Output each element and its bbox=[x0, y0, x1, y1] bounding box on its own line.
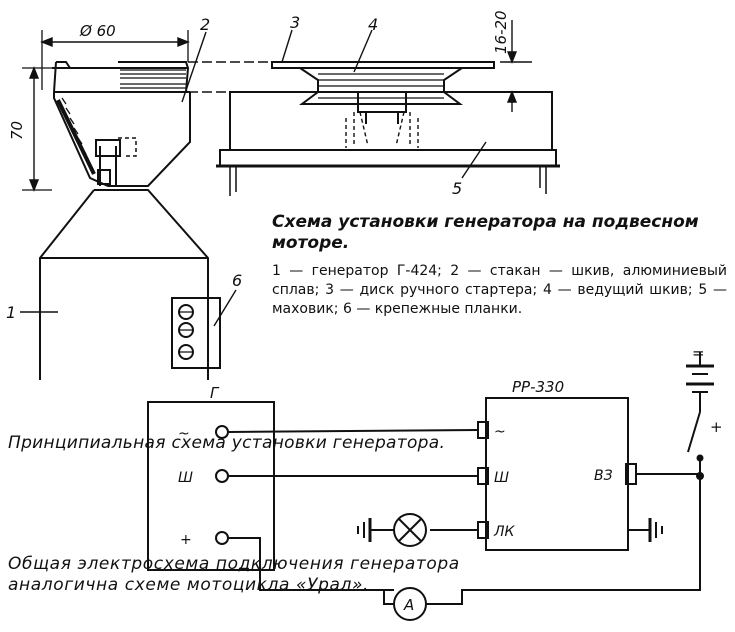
motor-top bbox=[188, 61, 560, 196]
part-label-5: 5 bbox=[452, 179, 462, 198]
mounting-legend: 1 — генератор Г-424; 2 — стакан — шкив, … bbox=[272, 263, 727, 317]
reg-terminal-ac: ~ bbox=[494, 424, 506, 440]
generator-block bbox=[147, 401, 275, 571]
diameter-label: Ø 60 bbox=[79, 22, 116, 40]
ammeter-label: A bbox=[403, 596, 414, 614]
ammeter bbox=[393, 587, 427, 621]
regulator-block-label: РР-330 bbox=[512, 378, 564, 396]
drive-pulley bbox=[296, 67, 466, 124]
battery-plus-label: + bbox=[710, 418, 723, 436]
generator-assembly bbox=[22, 30, 221, 380]
general-caption: Общая электросхема подключения генератор… bbox=[8, 554, 460, 595]
part-label-4: 4 bbox=[368, 15, 378, 34]
mounting-caption: Схема установки генератора на подвесном … bbox=[272, 212, 699, 253]
electrical-schematic bbox=[147, 352, 714, 621]
battery bbox=[686, 352, 714, 412]
reg-terminal-lamp: ЛК bbox=[493, 524, 516, 540]
height-dimension bbox=[28, 66, 40, 192]
cup-pulley bbox=[52, 61, 191, 187]
part-label-1: 1 bbox=[6, 303, 16, 322]
gap-dimension bbox=[500, 20, 532, 112]
principal-caption: Принципиальная схема установки генератор… bbox=[8, 433, 446, 453]
gen-terminal-ac: ~ bbox=[178, 426, 190, 442]
diameter-dimension bbox=[40, 36, 190, 48]
battery-minus-label: = bbox=[692, 344, 705, 362]
height-label: 70 bbox=[8, 121, 26, 140]
ignition-switch bbox=[687, 411, 704, 476]
gen-terminal-plus: + bbox=[180, 532, 192, 548]
gen-terminal-field: Ш bbox=[178, 470, 193, 486]
gap-label: 16-20 bbox=[492, 10, 510, 54]
indicator-lamp bbox=[393, 513, 427, 547]
part-leaders bbox=[20, 29, 487, 327]
generator-body bbox=[39, 189, 209, 380]
reg-output-label: ВЗ bbox=[594, 468, 613, 484]
part-label-3: 3 bbox=[290, 13, 300, 32]
reg-terminal-field: Ш bbox=[494, 470, 509, 486]
flywheel bbox=[216, 91, 560, 196]
part-label-2: 2 bbox=[200, 15, 210, 34]
mounting-plate bbox=[171, 297, 221, 369]
generator-block-label: Г bbox=[210, 384, 220, 402]
regulator-block bbox=[485, 397, 629, 551]
part-label-6: 6 bbox=[232, 271, 242, 290]
